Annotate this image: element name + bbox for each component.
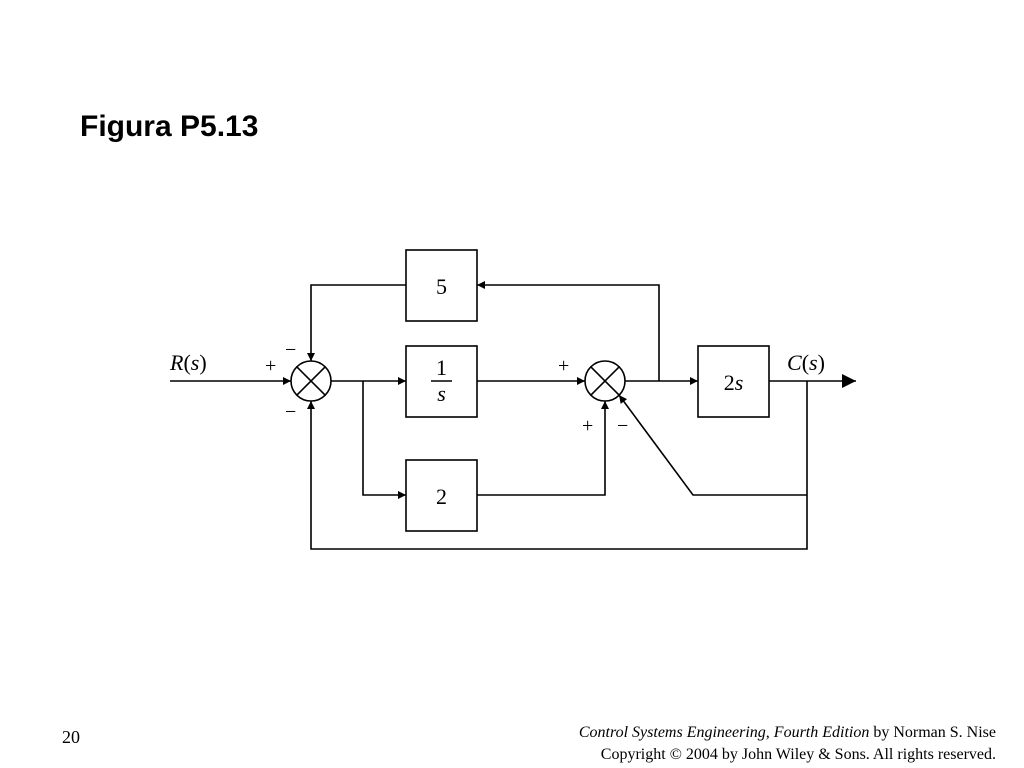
- sum1-top-sign: −: [285, 339, 296, 361]
- sum1-bottom-sign: −: [285, 401, 296, 423]
- gain-2-to-sum2-line: [477, 401, 609, 496]
- credits: Control Systems Engineering, Fourth Edit…: [579, 722, 996, 766]
- unity-feedback-line: [307, 381, 808, 550]
- page-number: 20: [62, 727, 80, 747]
- input-label: R(s): [169, 350, 207, 375]
- author-text: by Norman S. Nise: [869, 724, 996, 741]
- feedback-to-gain-5-line: [477, 281, 660, 381]
- branch-to-gain-2-line: [362, 381, 406, 499]
- output-label: C(s): [787, 350, 825, 375]
- copyright-text: Copyright © 2004 by John Wiley & Sons. A…: [600, 746, 996, 763]
- sum1-left-sign: +: [265, 355, 276, 377]
- gain-5-to-sum1-line: [307, 284, 406, 361]
- sum2-diagonal-sign: −: [617, 415, 628, 437]
- integrator-numerator: 1: [436, 355, 447, 380]
- gain-2-label: 2: [436, 484, 447, 509]
- diagonal-feedback-line: [618, 394, 807, 496]
- plant-label: 2s: [724, 370, 744, 395]
- slide-title: Figura P5.13: [80, 110, 259, 143]
- summing-junction-1: [290, 360, 332, 402]
- credits-line-1: Control Systems Engineering, Fourth Edit…: [579, 722, 996, 744]
- sum2-bottom-sign: +: [582, 415, 593, 437]
- sum2-left-sign: +: [558, 355, 569, 377]
- gain-5-label: 5: [436, 274, 447, 299]
- book-title: Control Systems Engineering, Fourth Edit…: [578, 724, 870, 741]
- integrator-denominator: s: [437, 381, 446, 406]
- summing-junction-2: [584, 360, 626, 402]
